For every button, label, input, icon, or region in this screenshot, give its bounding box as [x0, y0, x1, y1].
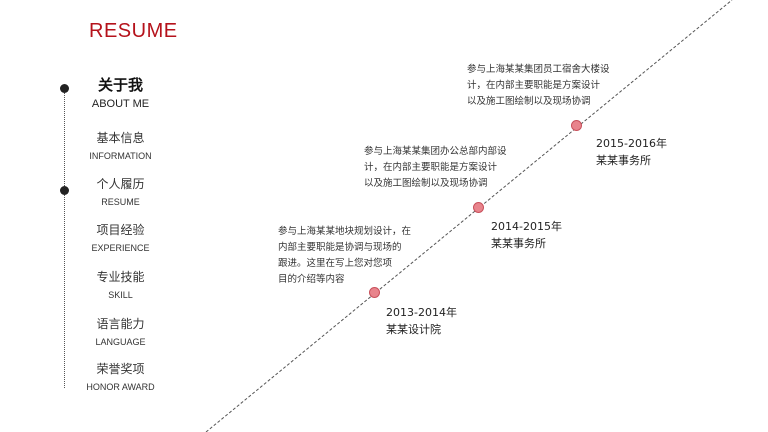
timeline-dot-2014: [473, 202, 484, 213]
period-company: 某某设计院: [386, 323, 441, 336]
timeline-period-2015: 2015-2016年 某某事务所: [596, 135, 667, 169]
nav-item-label-en: RESUME: [101, 197, 140, 207]
desc-line: 内部主要职能是协调与现场的: [278, 242, 402, 253]
nav-marker-dot: [60, 186, 69, 195]
timeline-period-2014: 2014-2015年 某某事务所: [491, 218, 562, 252]
nav-item-label-en: LANGUAGE: [95, 337, 146, 347]
desc-line: 以及施工图绘制以及现场协调: [364, 178, 488, 189]
nav-item-label-cn: 基本信息: [96, 131, 145, 145]
nav-item-label-cn: 关于我: [97, 76, 143, 94]
period-years: 2013-2014年: [386, 306, 457, 319]
period-company: 某某事务所: [491, 237, 546, 250]
timeline-desc-2015: 参与上海某某集团员工宿舍大楼设 计，在内部主要职能是方案设计 以及施工图绘制以及…: [467, 62, 610, 110]
period-company: 某某事务所: [596, 154, 651, 167]
timeline-period-2013: 2013-2014年 某某设计院: [386, 304, 457, 338]
nav-item-label-en: EXPERIENCE: [91, 243, 150, 253]
desc-line: 跟进。这里在写上您对您项: [278, 258, 393, 269]
period-years: 2014-2015年: [491, 220, 562, 233]
nav-item-resume[interactable]: 个人履历 RESUME: [78, 177, 163, 208]
nav-item-experience[interactable]: 项目经验 EXPERIENCE: [78, 223, 163, 254]
nav-item-information[interactable]: 基本信息 INFORMATION: [78, 131, 163, 162]
timeline-dot-2013: [369, 287, 380, 298]
nav-track-line: [64, 88, 65, 388]
nav-item-label-en: HONOR AWARD: [86, 382, 155, 392]
desc-line: 计，在内部主要职能是方案设计: [467, 80, 601, 91]
resume-title: RESUME: [89, 20, 178, 42]
nav-item-label-en: SKILL: [108, 290, 133, 300]
nav-item-label-cn: 项目经验: [96, 223, 145, 237]
nav-item-label-en: ABOUT ME: [91, 98, 150, 110]
desc-line: 目的介绍等内容: [278, 274, 345, 285]
nav-item-label-cn: 专业技能: [96, 270, 145, 284]
period-years: 2015-2016年: [596, 137, 667, 150]
nav-marker-dot: [60, 84, 69, 93]
desc-line: 参与上海某某地块规划设计，在: [278, 226, 412, 237]
desc-line: 参与上海某某集团员工宿舍大楼设: [467, 64, 610, 75]
nav-item-skill[interactable]: 专业技能 SKILL: [78, 270, 163, 301]
desc-line: 以及施工图绘制以及现场协调: [467, 96, 591, 107]
nav-item-language[interactable]: 语言能力 LANGUAGE: [78, 317, 163, 348]
desc-line: 参与上海某某集团办公总部内部设: [364, 146, 507, 157]
nav-item-about-me[interactable]: 关于我 ABOUT ME: [78, 76, 163, 111]
nav-item-label-en: INFORMATION: [89, 151, 152, 161]
nav-item-label-cn: 语言能力: [96, 317, 145, 331]
nav-item-label-cn: 荣誉奖项: [96, 362, 145, 376]
timeline-dot-2015: [571, 120, 582, 131]
timeline-desc-2014: 参与上海某某集团办公总部内部设 计，在内部主要职能是方案设计 以及施工图绘制以及…: [364, 144, 507, 192]
timeline-line: [205, 0, 733, 432]
timeline-desc-2013: 参与上海某某地块规划设计，在 内部主要职能是协调与现场的 跟进。这里在写上您对您…: [278, 224, 411, 288]
nav-item-label-cn: 个人履历: [96, 177, 145, 191]
nav-item-honor-award[interactable]: 荣誉奖项 HONOR AWARD: [78, 362, 163, 393]
desc-line: 计，在内部主要职能是方案设计: [364, 162, 498, 173]
